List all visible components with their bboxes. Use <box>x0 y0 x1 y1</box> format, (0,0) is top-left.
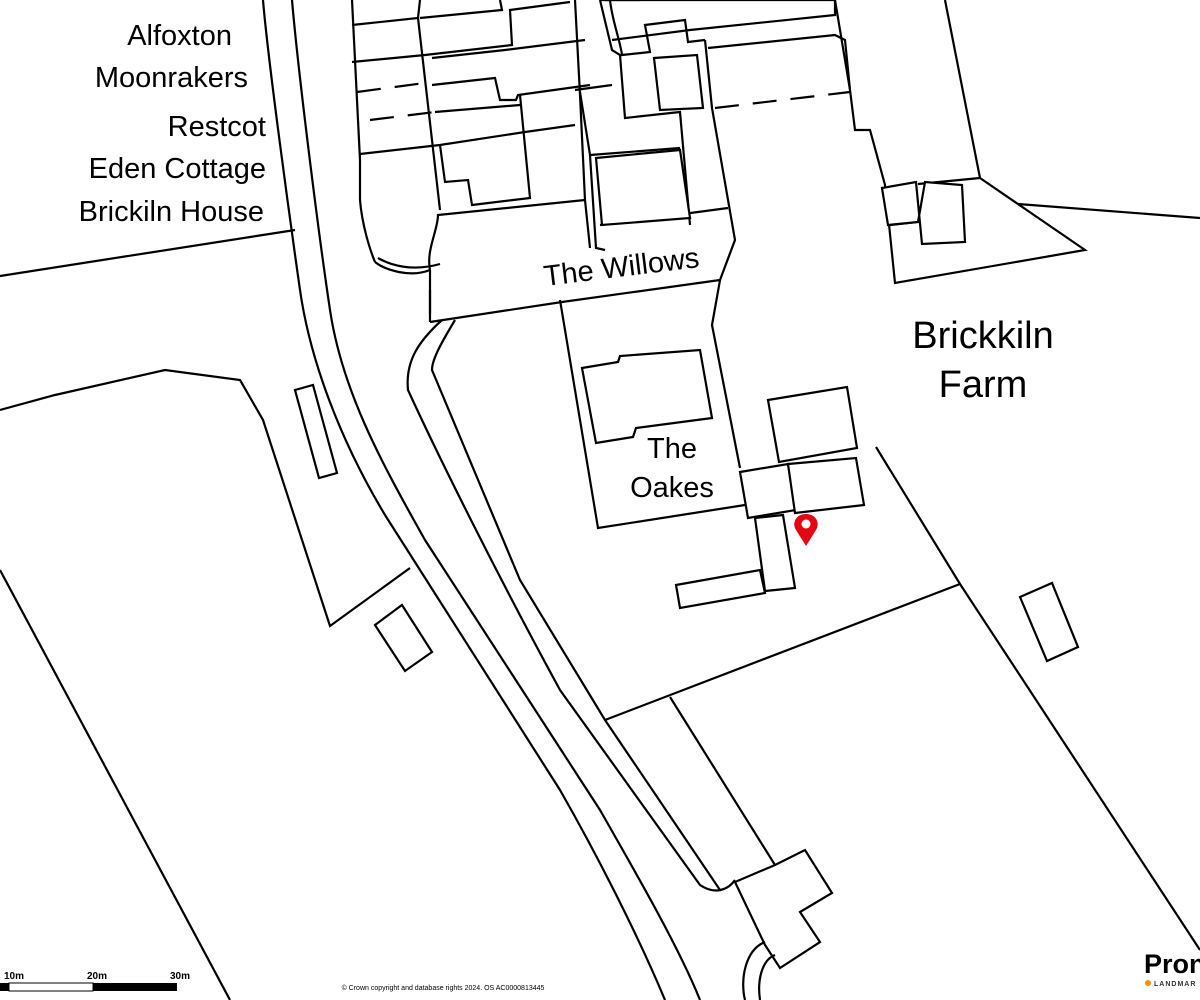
building-farm-east <box>786 456 866 515</box>
building-farm-annex <box>674 568 767 610</box>
scale-bar: 10m 20m 30m <box>0 971 190 992</box>
location-pin-hole <box>801 519 811 529</box>
label-alfoxton: Alfoxton <box>127 20 232 52</box>
label-eden-cottage: Eden Cottage <box>89 153 266 185</box>
property-labels-west: Alfoxton Moonrakers Restcot Eden Cottage… <box>79 20 266 228</box>
building-south <box>733 848 834 970</box>
building-north-block <box>594 148 692 227</box>
scale-segment-1 <box>0 983 9 991</box>
location-pin-shape <box>794 514 818 546</box>
buildings <box>293 53 1080 970</box>
label-restcot: Restcot <box>168 111 266 143</box>
brand-logo: Pron LANDMAR <box>1144 949 1200 988</box>
building-farm-central <box>738 462 798 520</box>
label-brickiln-house: Brickiln House <box>79 196 264 228</box>
building-north-small <box>652 53 705 112</box>
dashed-boundaries <box>356 80 851 320</box>
lane <box>374 198 736 892</box>
building-the-oakes-house <box>580 348 714 445</box>
brand-tagline: LANDMAR <box>1154 981 1196 988</box>
label-brickkiln-farm-line1: Brickkiln <box>912 315 1053 357</box>
building-field-shed-south <box>373 603 434 673</box>
location-pin-icon[interactable] <box>794 514 818 546</box>
south-lane-end <box>742 940 776 1000</box>
building-farm-wing <box>753 513 797 593</box>
label-the-oakes-line2: Oakes <box>630 472 714 504</box>
scale-label-30m: 30m <box>170 971 190 982</box>
copyright-notice: © Crown copyright and database rights 20… <box>342 984 545 992</box>
brand-name: Pron <box>1144 949 1200 979</box>
scale-segment-3 <box>93 983 177 991</box>
label-brickkiln-farm-line2: Farm <box>939 364 1028 406</box>
main-road <box>261 0 702 1000</box>
building-field-shed-east <box>1018 581 1080 663</box>
label-the-oakes-line1: The <box>647 433 697 465</box>
label-moonrakers: Moonrakers <box>95 62 248 94</box>
building-farm-outbuilding <box>880 180 967 246</box>
field-boundaries <box>0 202 1200 1000</box>
building-field-shed-west <box>293 383 339 480</box>
scale-label-10m: 10m <box>4 971 24 982</box>
scale-segment-2 <box>8 982 94 992</box>
plot-boundaries-north <box>350 0 1088 469</box>
scale-label-20m: 20m <box>87 971 107 982</box>
brand-dot-icon <box>1145 980 1151 986</box>
building-farm-upper <box>766 385 859 464</box>
